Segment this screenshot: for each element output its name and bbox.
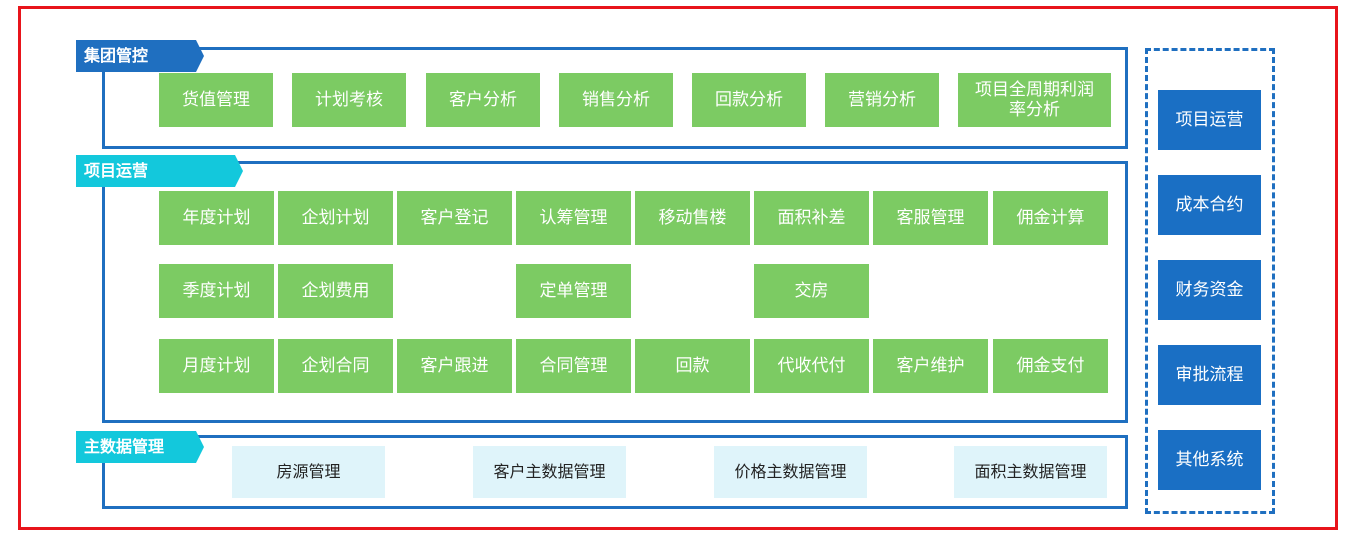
side-system-button[interactable]: 财务资金 [1158, 260, 1261, 320]
side-system-button[interactable]: 项目运营 [1158, 90, 1261, 150]
project-ops-item[interactable]: 佣金计算 [993, 191, 1108, 245]
group-control-item[interactable]: 回款分析 [692, 73, 806, 127]
project-ops-item[interactable]: 定单管理 [516, 264, 631, 318]
project-ops-item[interactable]: 面积补差 [754, 191, 869, 245]
side-system-button[interactable]: 其他系统 [1158, 430, 1261, 490]
project-ops-item[interactable]: 企划费用 [278, 264, 393, 318]
master-data-title: 主数据管理 [76, 431, 204, 463]
project-ops-item[interactable]: 年度计划 [159, 191, 274, 245]
group-control-item[interactable]: 客户分析 [426, 73, 540, 127]
group-control-item[interactable]: 货值管理 [159, 73, 273, 127]
project-ops-title: 项目运营 [76, 155, 243, 187]
project-ops-item[interactable]: 客户维护 [873, 339, 988, 393]
group-control-title: 集团管控 [76, 40, 204, 72]
project-ops-item[interactable]: 客户跟进 [397, 339, 512, 393]
side-system-button[interactable]: 审批流程 [1158, 345, 1261, 405]
project-ops-item[interactable]: 企划计划 [278, 191, 393, 245]
project-ops-item[interactable]: 合同管理 [516, 339, 631, 393]
group-control-section [102, 47, 1128, 149]
master-data-section [102, 435, 1128, 509]
project-ops-item[interactable]: 客服管理 [873, 191, 988, 245]
project-ops-item[interactable]: 回款 [635, 339, 750, 393]
side-systems-panel [1145, 48, 1275, 514]
master-data-item[interactable]: 客户主数据管理 [473, 446, 626, 498]
master-data-item[interactable]: 价格主数据管理 [714, 446, 867, 498]
project-ops-item[interactable]: 季度计划 [159, 264, 274, 318]
master-data-item[interactable]: 房源管理 [232, 446, 385, 498]
outer-frame [18, 6, 1338, 530]
project-ops-item[interactable]: 认筹管理 [516, 191, 631, 245]
project-ops-section [102, 161, 1128, 423]
group-control-item[interactable]: 计划考核 [292, 73, 406, 127]
master-data-item[interactable]: 面积主数据管理 [954, 446, 1107, 498]
project-ops-item[interactable]: 交房 [754, 264, 869, 318]
project-ops-item[interactable]: 企划合同 [278, 339, 393, 393]
project-ops-item[interactable]: 佣金支付 [993, 339, 1108, 393]
group-control-item[interactable]: 营销分析 [825, 73, 939, 127]
project-ops-item[interactable]: 月度计划 [159, 339, 274, 393]
group-control-item[interactable]: 销售分析 [559, 73, 673, 127]
project-ops-item[interactable]: 移动售楼 [635, 191, 750, 245]
group-control-item[interactable]: 项目全周期利润率分析 [958, 73, 1111, 127]
project-ops-item[interactable]: 客户登记 [397, 191, 512, 245]
side-system-button[interactable]: 成本合约 [1158, 175, 1261, 235]
project-ops-item[interactable]: 代收代付 [754, 339, 869, 393]
